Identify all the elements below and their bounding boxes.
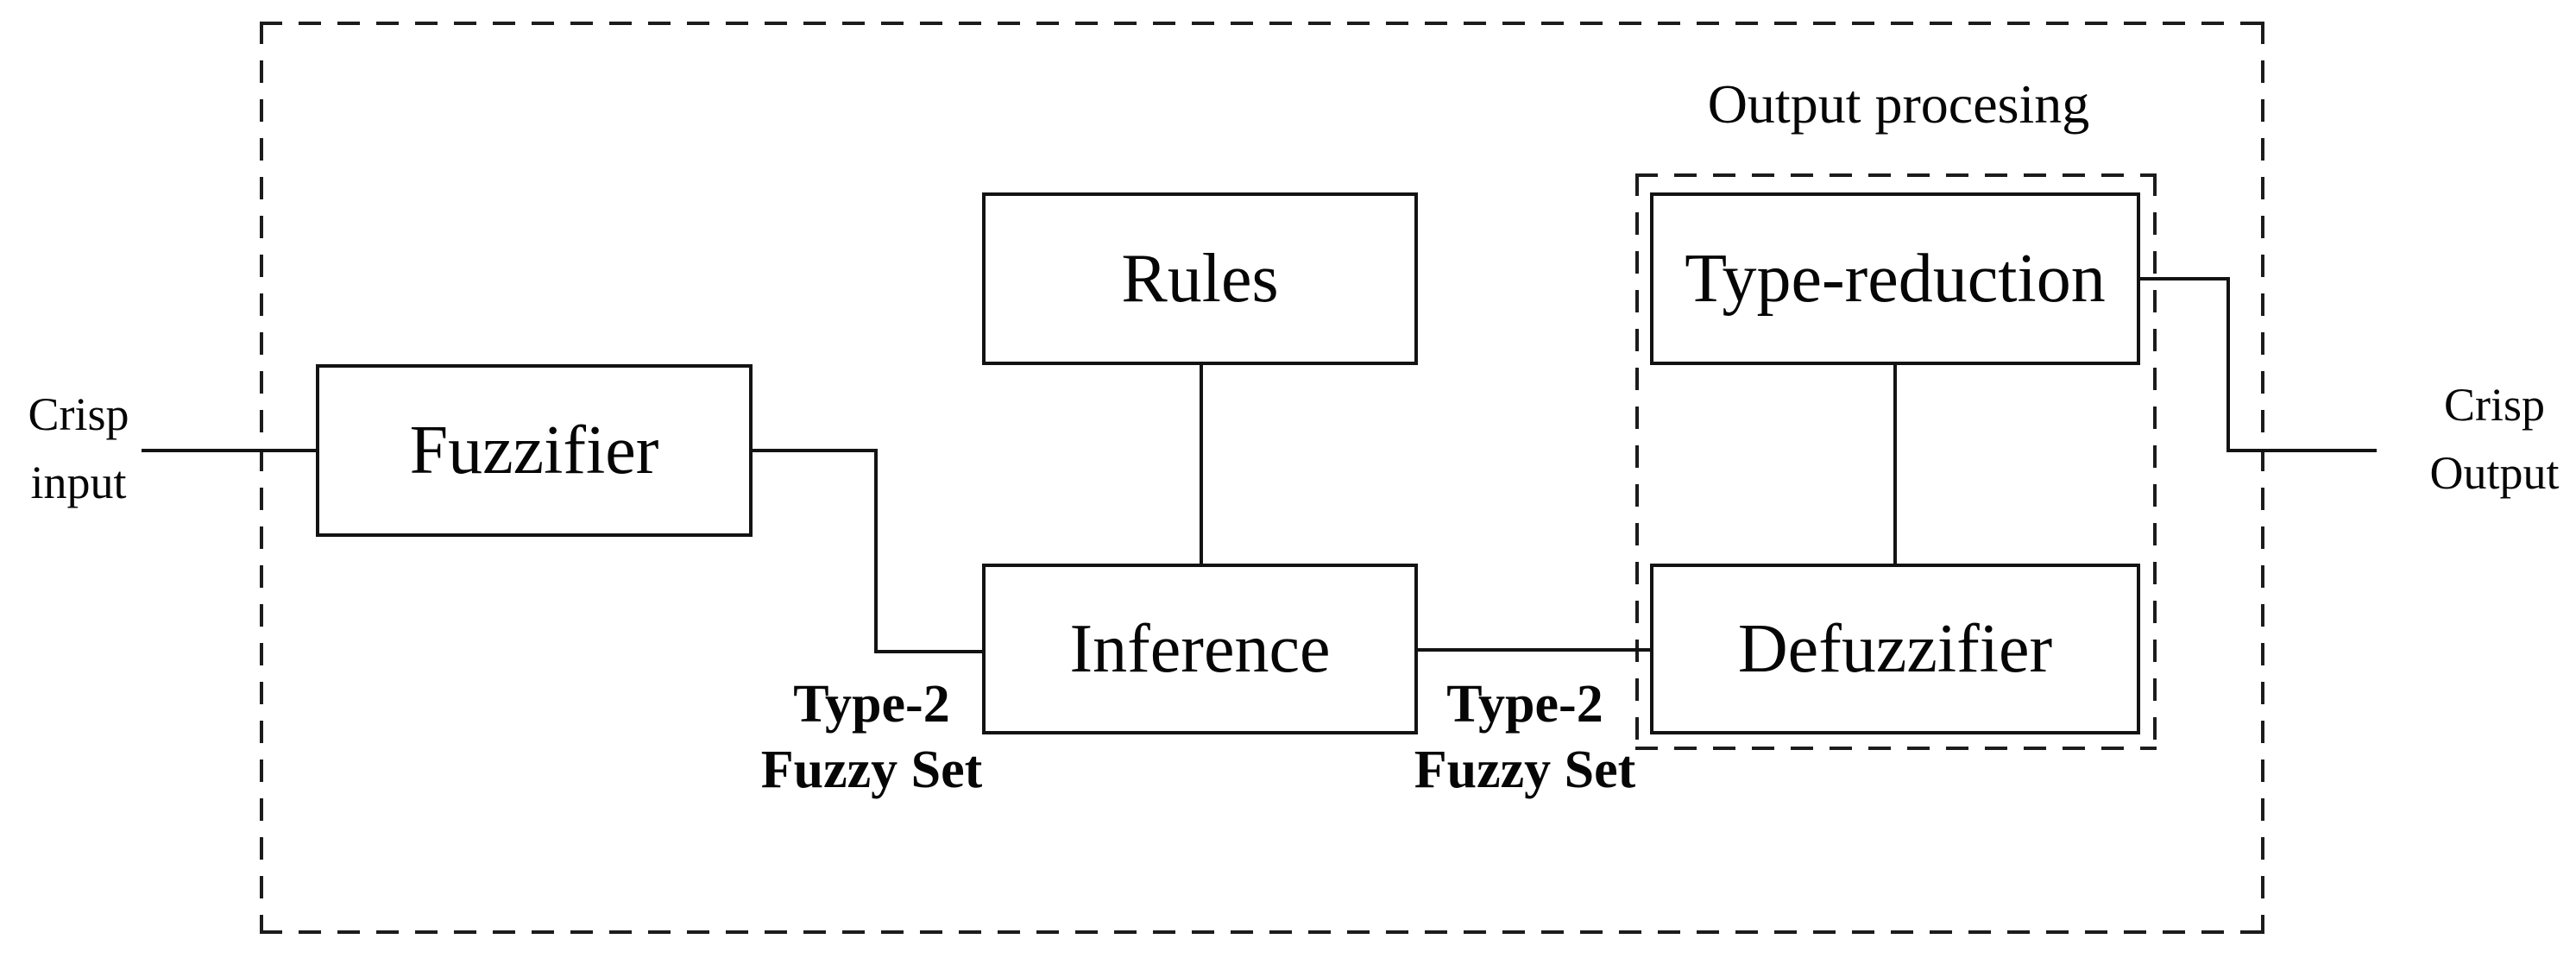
type-reduction-label: Type-reduction xyxy=(1685,240,2106,317)
defuzzifier-block: Defuzzifier xyxy=(1650,564,2140,734)
output-processing-dashed-box-top xyxy=(1635,173,2157,177)
type2-fuzzy-set-label-right: Type-2 Fuzzy Set xyxy=(1395,671,1654,803)
crisp-input-line xyxy=(142,449,319,452)
inference-defuzzifier-line xyxy=(1414,648,1653,652)
type2-left-line1: Type-2 xyxy=(793,675,950,734)
crisp-input-label: Crisp input xyxy=(0,381,157,517)
crisp-input-line2: input xyxy=(30,457,127,508)
outer-dashed-box-right xyxy=(2261,22,2264,934)
type-reduction-block: Type-reduction xyxy=(1650,192,2140,365)
rules-block: Rules xyxy=(982,192,1418,365)
outer-dashed-box-bottom xyxy=(260,930,2264,934)
rules-inference-connector xyxy=(1200,363,1203,565)
output-processing-dashed-box-left xyxy=(1635,173,1639,750)
crisp-output-line xyxy=(2226,449,2377,452)
crisp-input-line1: Crisp xyxy=(28,388,129,440)
crisp-output-line2: Output xyxy=(2429,447,2560,499)
outer-dashed-box-top xyxy=(260,22,2264,25)
type2-fuzzy-set-label-left: Type-2 Fuzzy Set xyxy=(742,671,1001,803)
fuzzifier-block: Fuzzifier xyxy=(316,364,753,537)
fuzzifier-elbow-down-line xyxy=(874,449,878,653)
output-processing-title: Output procesing xyxy=(1707,73,2090,135)
defuzzifier-label: Defuzzifier xyxy=(1737,610,2053,687)
crisp-output-line1: Crisp xyxy=(2443,379,2546,431)
output-elbow-down-line xyxy=(2226,277,2230,452)
fuzzifier-elbow-right-line xyxy=(874,650,986,653)
output-processing-dashed-box-bottom xyxy=(1635,747,2157,750)
inference-label: Inference xyxy=(1069,610,1331,687)
outer-dashed-box-left xyxy=(260,22,263,934)
fuzzifier-label: Fuzzifier xyxy=(409,412,659,488)
crisp-output-label: Crisp Output xyxy=(2413,371,2576,507)
output-processing-dashed-box-right xyxy=(2153,173,2157,750)
typereduction-output-line xyxy=(2137,277,2230,280)
inference-block: Inference xyxy=(982,564,1418,734)
type2-right-line2: Fuzzy Set xyxy=(1414,741,1636,799)
type2-right-line1: Type-2 xyxy=(1446,675,1603,734)
rules-label: Rules xyxy=(1121,240,1279,317)
type2-left-line2: Fuzzy Set xyxy=(760,741,983,799)
typereduction-defuzzifier-connector xyxy=(1893,363,1897,565)
fuzzifier-output-line xyxy=(749,449,878,452)
